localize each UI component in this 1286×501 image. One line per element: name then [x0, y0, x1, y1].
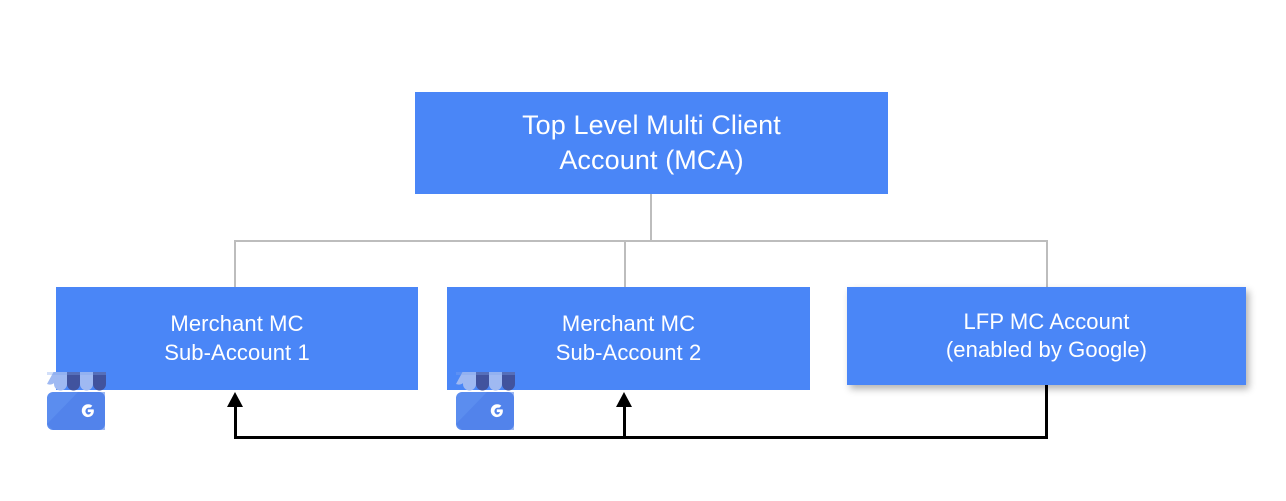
- feedback-arrow-up-merchant-1: [234, 404, 237, 438]
- node-lfp-mc-account[interactable]: LFP MC Account (enabled by Google): [847, 287, 1246, 385]
- arrow-head-icon-merchant-1: [227, 392, 243, 407]
- node-top-level-mca-label: Top Level Multi Client Account (MCA): [522, 110, 781, 175]
- node-lfp-mc-account-label: LFP MC Account (enabled by Google): [945, 308, 1148, 362]
- connector-drop-merchant-2: [624, 240, 626, 288]
- connector-trunk: [650, 194, 652, 242]
- node-merchant-mc-sub-account-2-label: Merchant MC Sub-Account 2: [555, 311, 702, 365]
- feedback-arrow-source-segment: [1045, 385, 1048, 438]
- connector-drop-lfp: [1046, 240, 1048, 288]
- arrow-head-icon-merchant-2: [616, 392, 632, 407]
- feedback-arrow-base-segment: [234, 436, 1048, 439]
- google-business-profile-icon: [38, 368, 114, 434]
- feedback-arrow-up-merchant-2: [623, 404, 626, 438]
- connector-horizontal-bar: [234, 240, 1048, 242]
- google-business-profile-icon: [447, 368, 523, 434]
- node-merchant-mc-sub-account-1-label: Merchant MC Sub-Account 1: [164, 311, 310, 365]
- node-merchant-mc-sub-account-1[interactable]: Merchant MC Sub-Account 1: [56, 287, 418, 390]
- connector-drop-merchant-1: [234, 240, 236, 288]
- node-top-level-mca[interactable]: Top Level Multi Client Account (MCA): [415, 92, 888, 194]
